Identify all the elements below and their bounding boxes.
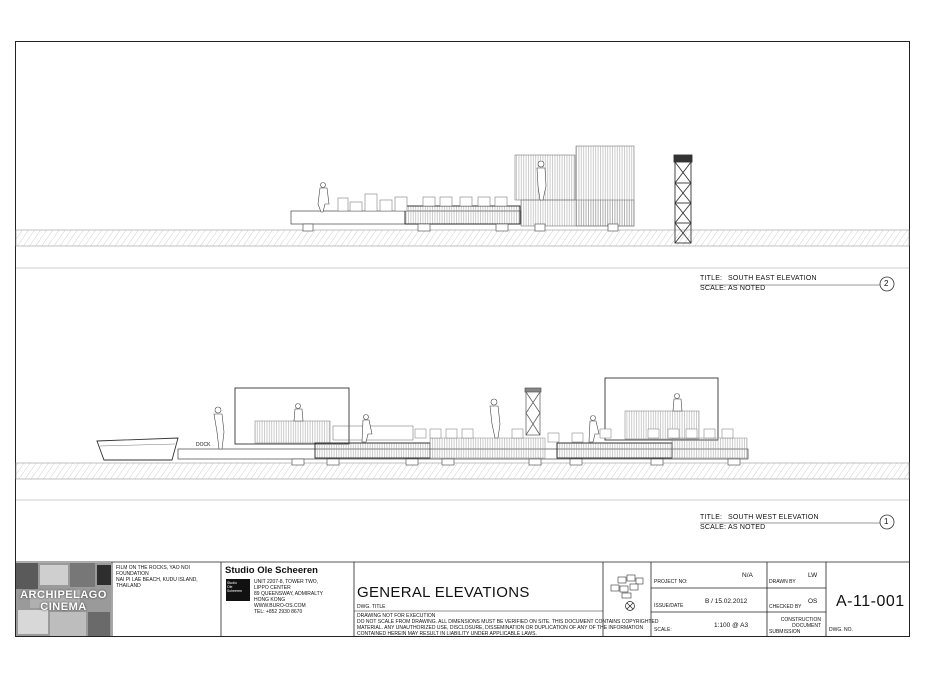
tower-top xyxy=(673,154,693,244)
checked-by: OS xyxy=(808,598,818,605)
sw-scale-label: SCALE: xyxy=(700,524,727,531)
submission-status: CONSTRUCTION DOCUMENT SUBMISSION xyxy=(769,617,821,635)
disclaimer: DRAWING NOT FOR EXECUTION DO NOT SCALE F… xyxy=(357,613,659,637)
se-scale-label: SCALE: xyxy=(700,285,727,292)
studio-mark-text: Studio Ole Scheeren xyxy=(227,581,242,593)
client-info: FILM ON THE ROCKS, YAO NOI FOUNDATION NA… xyxy=(116,565,198,589)
logo-text: ARCHIPELAGO CINEMA xyxy=(20,589,107,613)
boat xyxy=(96,437,179,461)
studio-name: Studio Ole Scheeren xyxy=(225,565,318,576)
checked-by-label: CHECKED BY xyxy=(769,604,802,610)
project-no: N/A xyxy=(742,572,753,579)
scale-label: SCALE: xyxy=(654,627,672,633)
drawn-by-label: DRAWN BY xyxy=(769,579,796,585)
archipelago-cinema-logo xyxy=(16,563,111,636)
issue-date: B / 15.02.2012 xyxy=(705,598,748,605)
drawing-number-label: DWG. NO. xyxy=(829,627,853,633)
sw-scale: AS NOTED xyxy=(728,524,766,531)
title-block-grid xyxy=(15,561,910,637)
sw-title: SOUTH WEST ELEVATION xyxy=(728,514,819,521)
south-west-elevation xyxy=(15,377,910,530)
dock-label: DOCK xyxy=(196,442,211,448)
studio-mark-box xyxy=(226,579,250,601)
ground-strip-bottom xyxy=(15,462,910,480)
se-scale: AS NOTED xyxy=(728,285,766,292)
sw-title-label: TITLE: xyxy=(700,514,723,521)
scale-value: 1:100 @ A3 xyxy=(714,622,749,629)
project-no-label: PROJECT NO: xyxy=(654,579,688,585)
studio-address: UNIT 2207-8, TOWER TWO, LIPPO CENTER 89 … xyxy=(254,579,324,615)
se-title-label: TITLE: xyxy=(700,275,723,282)
dwg-title-label: DWG. TITLE xyxy=(357,604,386,610)
issue-date-label: ISSUE/DATE xyxy=(654,603,684,609)
drawing-sheet-border xyxy=(15,41,910,637)
se-title: SOUTH EAST ELEVATION xyxy=(728,275,817,282)
ground-strip-top xyxy=(15,229,910,247)
drawing-title: GENERAL ELEVATIONS xyxy=(357,584,530,601)
sw-elevation-number: 1 xyxy=(884,517,889,526)
drawn-by: LW xyxy=(808,572,818,579)
se-elevation-number: 2 xyxy=(884,279,889,288)
south-east-elevation xyxy=(15,145,910,292)
drawing-number: A-11-001 xyxy=(836,593,905,610)
key-plan-icon xyxy=(610,574,644,599)
north-arrow-icon xyxy=(625,601,635,611)
